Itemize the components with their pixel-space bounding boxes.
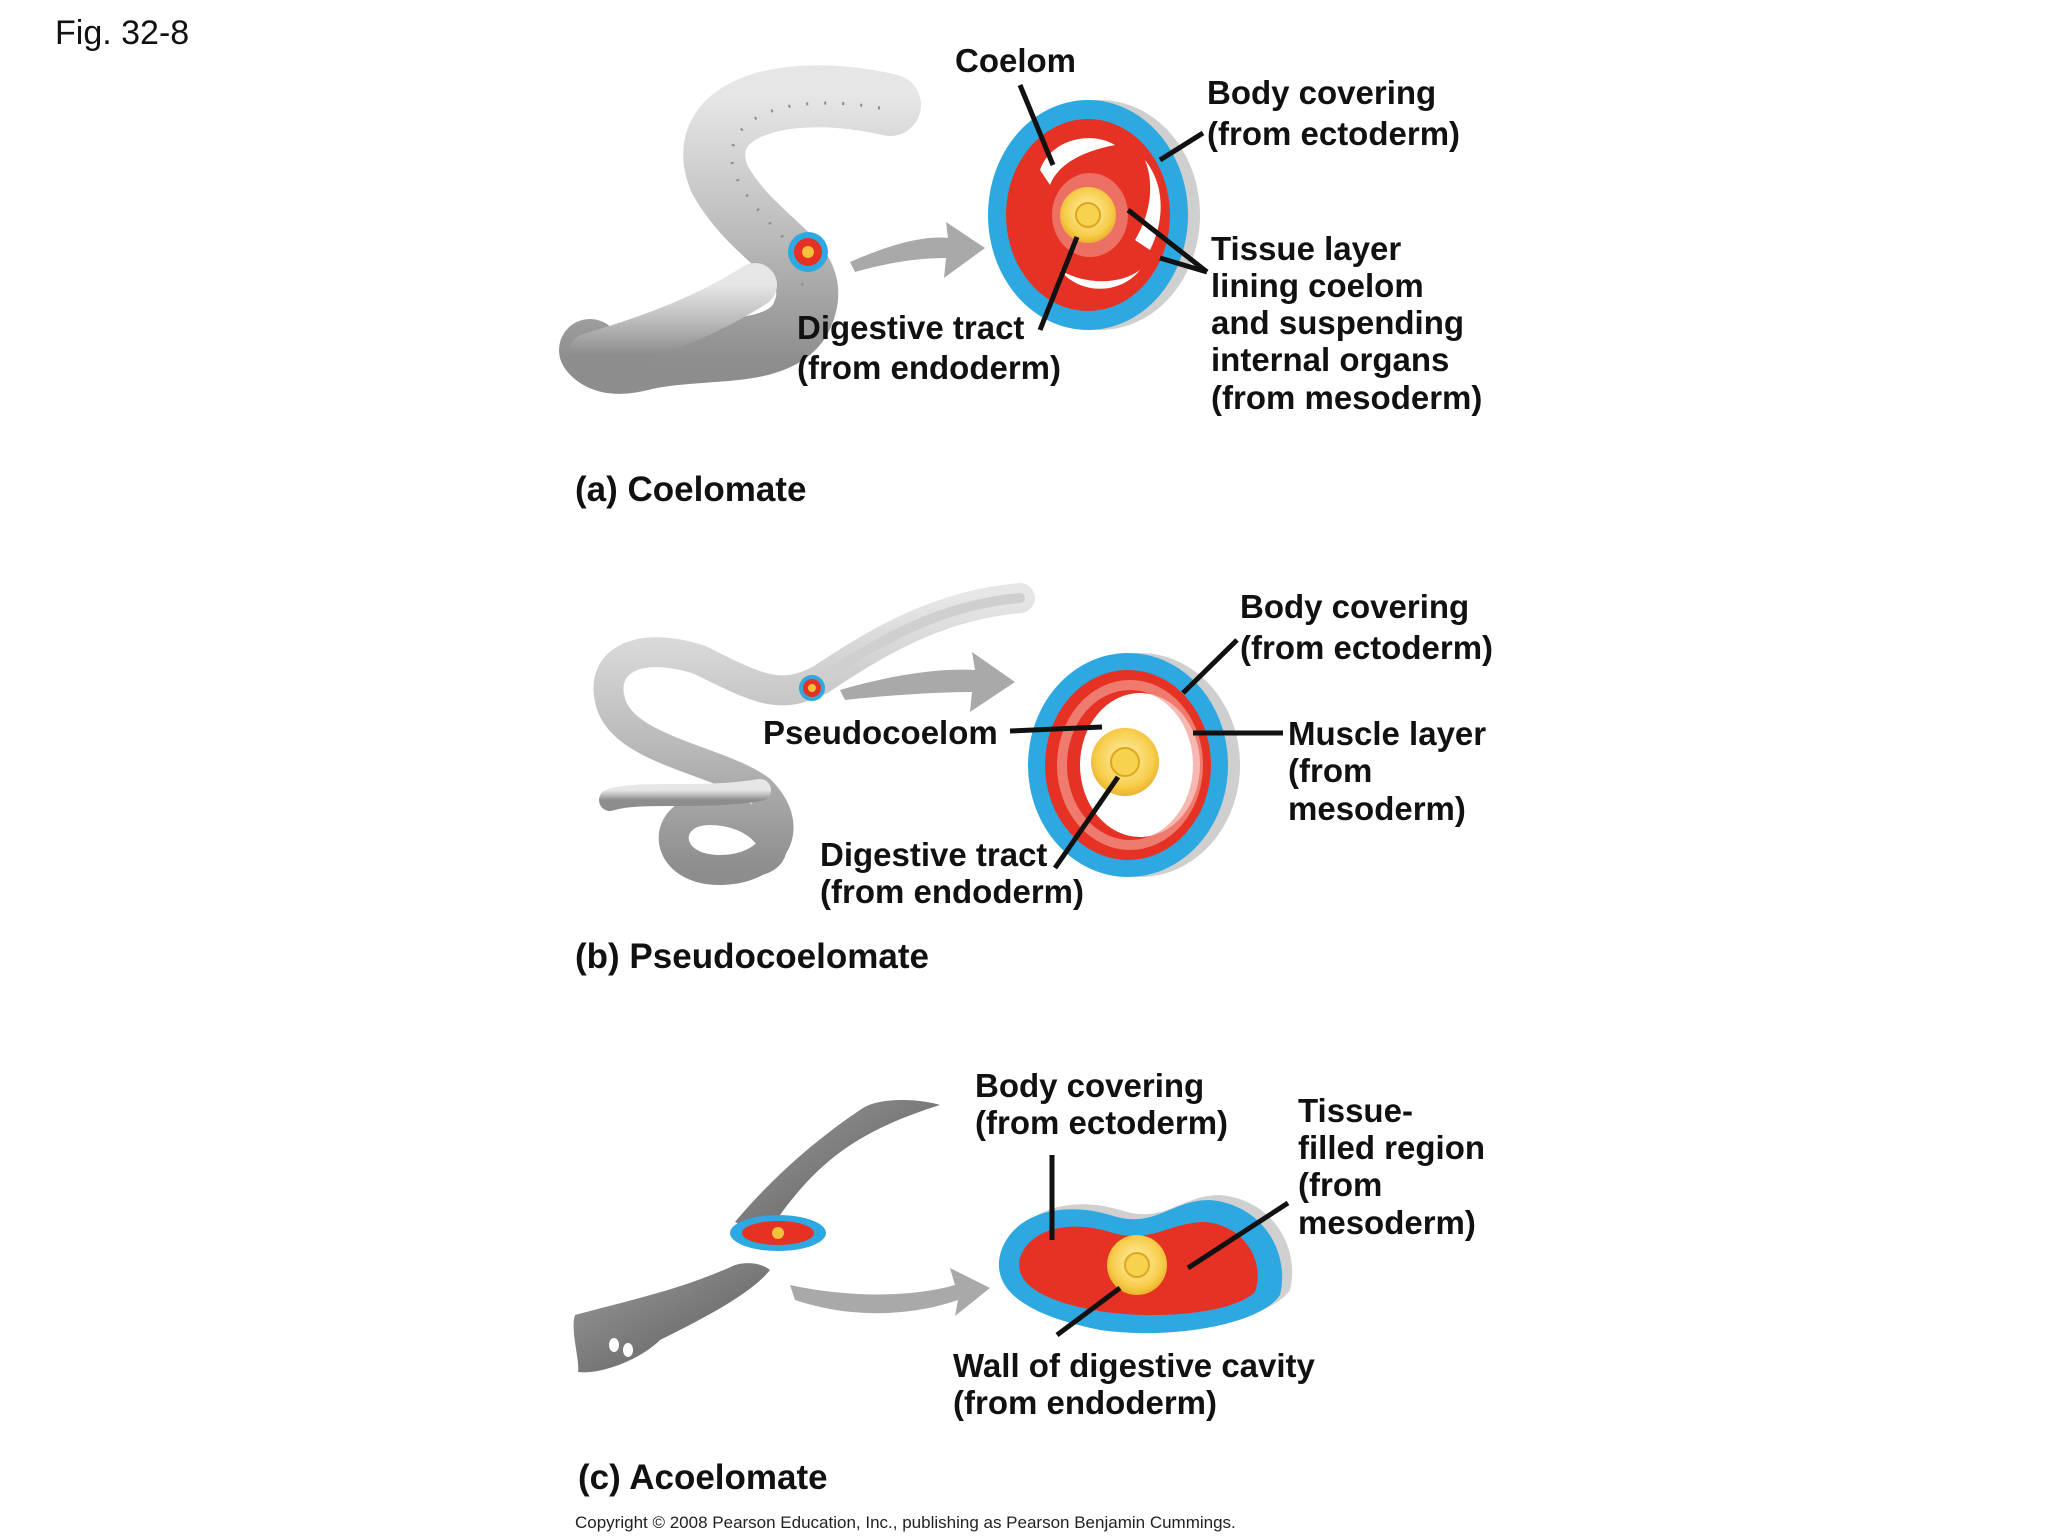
acoelomate-cross-section <box>998 1195 1293 1334</box>
caption-coelomate: (a) Coelomate <box>575 470 806 509</box>
label-tissue-a-5: (from mesoderm) <box>1211 379 1482 416</box>
label-wall-c-1: Wall of digestive cavity <box>953 1347 1316 1384</box>
panel-acoelomate: Body covering (from ectoderm) Tissue- fi… <box>573 1067 1485 1497</box>
arrow-to-section-b <box>840 652 1015 712</box>
figure-number: Fig. 32-8 <box>55 14 189 52</box>
caption-acoelomate: (c) Acoelomate <box>578 1458 828 1497</box>
caption-pseudocoelomate: (b) Pseudocoelomate <box>575 937 929 976</box>
label-body-covering-a-1: Body covering <box>1207 74 1436 111</box>
arrow-to-section-a <box>850 222 985 278</box>
leader-digestive-b <box>1052 775 1121 870</box>
pseudocoelomate-cross-section <box>1028 653 1240 877</box>
leader-tissue-a-1 <box>1126 208 1209 274</box>
label-tissue-a-3: and suspending <box>1211 304 1464 341</box>
label-tissue-c-2: filled region <box>1298 1129 1485 1166</box>
label-tissue-a-2: lining coelom <box>1211 267 1424 304</box>
label-body-covering-c-1: Body covering <box>975 1067 1204 1104</box>
panel-coelomate: Coelom Body covering (from ectoderm) Tis… <box>559 42 1482 509</box>
copyright-notice: Copyright © 2008 Pearson Education, Inc.… <box>575 1513 1236 1532</box>
coelomate-cross-section <box>988 100 1200 330</box>
arrow-to-section-c <box>790 1268 990 1316</box>
label-digestive-a-2: (from endoderm) <box>797 349 1061 386</box>
label-muscle-1: Muscle layer <box>1288 715 1486 752</box>
label-body-covering-a-2: (from ectoderm) <box>1207 115 1460 152</box>
flatworm-illustration <box>573 1100 940 1373</box>
leader-tissue-filled <box>1186 1200 1290 1271</box>
leader-wall-digestive <box>1055 1285 1122 1338</box>
leader-body-covering-a <box>1158 130 1205 163</box>
label-tissue-c-3: (from <box>1298 1166 1382 1203</box>
label-digestive-b-1: Digestive tract <box>820 836 1047 873</box>
label-body-covering-b-2: (from ectoderm) <box>1240 629 1493 666</box>
label-digestive-a-1: Digestive tract <box>797 309 1024 346</box>
leader-body-covering-b <box>1181 638 1239 695</box>
label-wall-c-2: (from endoderm) <box>953 1384 1217 1421</box>
label-tissue-c-4: mesoderm) <box>1298 1204 1476 1241</box>
panel-pseudocoelomate: Body covering (from ectoderm) Pseudocoel… <box>575 583 1493 976</box>
earthworm-illustration <box>559 65 921 394</box>
label-tissue-a-1: Tissue layer <box>1211 230 1401 267</box>
leader-pseudocoelom <box>1009 724 1103 734</box>
leader-tissue-a-2 <box>1159 255 1208 275</box>
leader-digestive-a <box>1037 236 1080 331</box>
label-pseudocoelom: Pseudocoelom <box>763 714 998 751</box>
roundworm-illustration <box>593 583 1035 886</box>
label-muscle-3: mesoderm) <box>1288 790 1466 827</box>
label-tissue-c-1: Tissue- <box>1298 1092 1413 1129</box>
label-digestive-b-2: (from endoderm) <box>820 873 1084 910</box>
label-coelom: Coelom <box>955 42 1076 79</box>
label-body-covering-c-2: (from ectoderm) <box>975 1104 1228 1141</box>
label-muscle-2: (from <box>1288 752 1372 789</box>
label-tissue-a-4: internal organs <box>1211 341 1449 378</box>
label-body-covering-b-1: Body covering <box>1240 588 1469 625</box>
leader-coelom <box>1017 84 1056 166</box>
